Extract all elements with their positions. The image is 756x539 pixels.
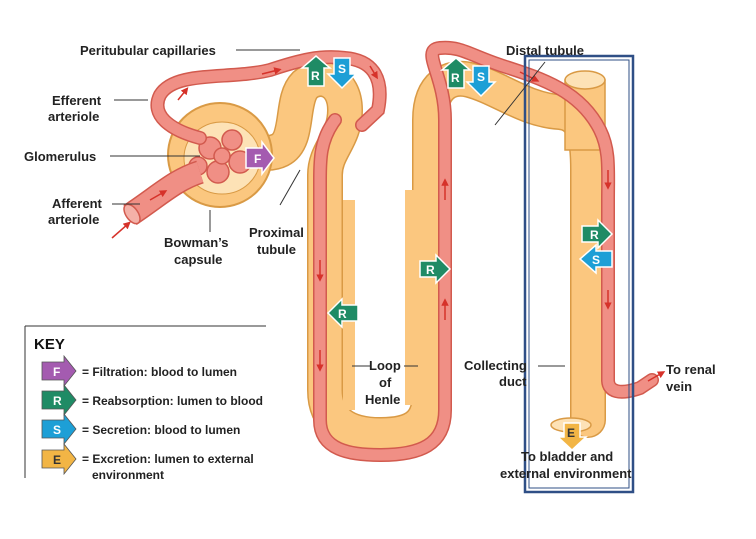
key-item-reabsorption: R = Reabsorption: lumen to blood [41,383,263,417]
key-text-reabsorption: = Reabsorption: lumen to blood [82,394,263,408]
excretion-arrow: E [556,422,588,452]
label-proximal-2: tubule [257,242,296,257]
excretion-letter: E [567,426,575,440]
key-text-excretion-1: = Excretion: lumen to external [82,452,254,466]
key-text-excretion-2: environment [92,468,164,482]
label-glomerulus: Glomerulus [24,149,96,164]
collecting-duct-opening [564,70,606,90]
label-bowmans-1: Bowman’s [164,235,229,250]
labels: Peritubular capillaries Efferent arterio… [24,43,716,481]
label-bladder-1: To bladder and [521,449,613,464]
glomerulus [188,129,252,184]
reabsorption-letter-collecting: R [590,228,599,242]
reabsorption-letter-ascending: R [426,263,435,277]
reabsorption-letter-distal: R [451,71,460,85]
key-letter-f: F [53,365,60,379]
filtration-arrow: F [245,139,275,177]
secretion-arrow-proximal: S [326,57,358,90]
label-collecting-1: Collecting [464,358,527,373]
label-loop-1: Loop [369,358,401,373]
secretion-letter-collecting: S [592,253,600,267]
label-bladder-2: external environment [500,466,632,481]
label-distal-tubule: Distal tubule [506,43,584,58]
key-letter-r: R [53,394,62,408]
label-renal-vein-1: To renal [666,362,716,377]
secretion-arrow-collecting: S [578,243,613,275]
secretion-letter-proximal: S [338,62,346,76]
label-afferent-2: arteriole [48,212,99,227]
key-letter-e: E [53,453,61,467]
reabsorption-arrow-descending: R [326,297,359,329]
reabsorption-arrow-collecting: R [581,218,614,250]
label-proximal-1: Proximal [249,225,304,240]
key-item-secretion: S = Secretion: blood to lumen [41,412,240,446]
filtration-letter: F [254,152,261,166]
label-bowmans-2: capsule [174,252,222,267]
flow-arrows [111,65,666,382]
reabsorption-arrow-proximal: R [299,55,333,87]
label-peritubular-capillaries: Peritubular capillaries [80,43,216,58]
key-letter-s: S [53,423,61,437]
leader-lines [110,49,565,367]
collecting-duct-highlight [523,54,635,494]
blood-vessels [123,40,659,462]
secretion-letter-distal: S [477,70,485,84]
label-afferent-1: Afferent [52,196,103,211]
key-text-secretion: = Secretion: blood to lumen [82,423,240,437]
label-loop-2: of [379,375,392,390]
label-loop-3: Henle [365,392,400,407]
key-item-filtration: F = Filtration: blood to lumen [41,354,237,388]
reabsorption-arrow-distal: R [439,57,473,89]
label-efferent-1: Efferent [52,93,102,108]
label-efferent-2: arteriole [48,109,99,124]
reabsorption-arrow-ascending: R [419,253,452,285]
label-renal-vein-2: vein [666,379,692,394]
reabsorption-letter-descending: R [338,307,347,321]
key-text-filtration: = Filtration: blood to lumen [82,365,237,379]
key-item-excretion: E = Excretion: lumen to external environ… [41,442,254,482]
reabsorption-letter-proximal: R [311,69,320,83]
label-collecting-2: duct [499,374,527,389]
secretion-arrow-distal: S [465,65,497,98]
key-title: KEY [34,336,65,353]
key-box: KEY F = Filtration: blood to lumen R = R… [24,325,266,482]
